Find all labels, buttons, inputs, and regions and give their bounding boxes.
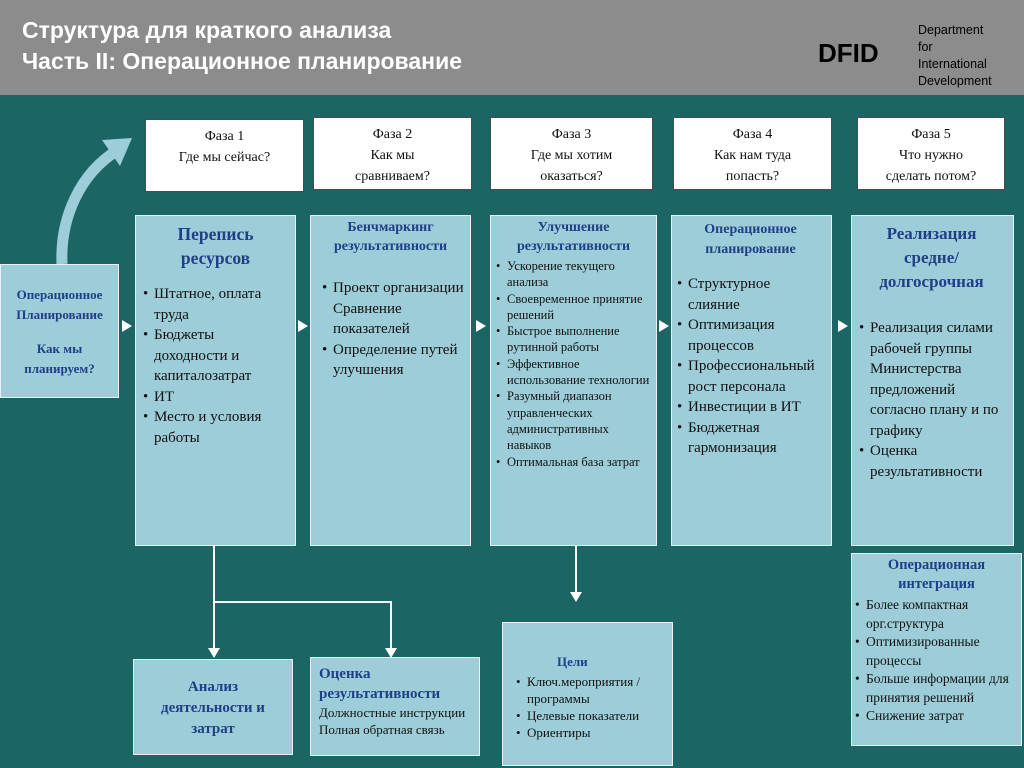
evaluation-line: Полная обратная связь bbox=[319, 722, 445, 737]
improvement-list: Ускорение текущего анализа Своевременное… bbox=[495, 258, 652, 470]
phase-2-box: Фаза 2 Как мы сравниваем? bbox=[313, 117, 472, 190]
benchmarking-box: Бенчмаркинг результативности Проект орга… bbox=[310, 215, 471, 546]
list-item: Инвестиции в ИТ bbox=[676, 397, 825, 418]
list-item: Бюджеты доходности и капиталозатрат bbox=[142, 325, 289, 387]
left-box-title: Операционное bbox=[16, 287, 103, 302]
title-line-1: Структура для краткого анализа bbox=[22, 17, 392, 43]
list-item: Оптимизация процессов bbox=[676, 315, 825, 356]
column-title: Перепись ресурсов bbox=[177, 224, 254, 268]
phase-question: Как нам туда bbox=[713, 148, 792, 163]
evaluation-line: Должностные инструкции bbox=[319, 705, 466, 720]
left-box-subtitle: планируем? bbox=[24, 361, 95, 376]
phase-1-box: Фаза 1 Где мы сейчас? bbox=[145, 119, 304, 192]
list-item: Профессиональный рост персонала bbox=[676, 356, 825, 397]
list-item: Проект организации Сравнение показателей bbox=[321, 278, 466, 340]
connector-line bbox=[213, 546, 215, 648]
resource-list: Штатное, оплата труда Бюджеты доходности… bbox=[142, 284, 289, 448]
list-item: Оптимальная база затрат bbox=[495, 454, 652, 471]
arrow-down-icon bbox=[570, 592, 582, 602]
phase-label: Фаза 3 bbox=[551, 127, 592, 142]
analysis-title: Анализ деятельности и затрат bbox=[161, 679, 265, 737]
department-name: Department for International Development bbox=[918, 22, 992, 90]
dept-line: Development bbox=[918, 74, 992, 88]
arrow-right-icon bbox=[122, 320, 132, 332]
integration-list: Более компактная орг.структура Оптимизир… bbox=[854, 596, 1019, 726]
list-item: Бюджетная гармонизация bbox=[676, 418, 825, 459]
phase-question: Что нужно bbox=[898, 148, 963, 163]
phase-question: попасть? bbox=[725, 169, 780, 184]
phase-question: оказаться? bbox=[540, 169, 603, 184]
dfid-logo: DFID bbox=[818, 38, 879, 68]
dept-line: Department bbox=[918, 23, 984, 37]
phase-label: Фаза 1 bbox=[204, 129, 245, 144]
list-item: Ускорение текущего анализа bbox=[495, 258, 652, 291]
operational-integration-box: Операционная интеграция Более компактная… bbox=[851, 553, 1022, 746]
list-item: Оптимизированные процессы bbox=[854, 633, 1019, 670]
performance-evaluation-box: Оценка результативности Должностные инст… bbox=[310, 657, 480, 756]
phase-question: сравниваем? bbox=[355, 169, 430, 184]
goals-box: Цели Ключ.мероприятия / программы Целевы… bbox=[502, 622, 673, 766]
phase-label: Фаза 2 bbox=[372, 127, 413, 142]
list-item: Своевременное принятие решений bbox=[495, 291, 652, 324]
activity-cost-analysis-box: Анализ деятельности и затрат bbox=[133, 659, 293, 755]
phase-4-box: Фаза 4 Как нам туда попасть? bbox=[673, 117, 832, 190]
list-item: Ключ.мероприятия / программы bbox=[515, 673, 668, 707]
implementation-box: Реализация средне/долгосрочная Реализаци… bbox=[851, 215, 1014, 546]
planning-list: Структурное слияние Оптимизация процессо… bbox=[676, 274, 825, 459]
list-item: Штатное, оплата труда bbox=[142, 284, 289, 325]
benchmarking-list: Проект организации Сравнение показателей… bbox=[315, 278, 466, 381]
goals-title: Цели bbox=[557, 654, 588, 669]
title-line-2: Часть II: Операционное планирование bbox=[22, 48, 462, 74]
phase-question: Где мы сейчас? bbox=[178, 150, 271, 165]
phase-3-box: Фаза 3 Где мы хотим оказаться? bbox=[490, 117, 653, 190]
list-item: ИТ bbox=[142, 387, 289, 408]
list-item: Разумный диапазон управленческих админис… bbox=[495, 388, 652, 453]
implementation-list: Реализация силами рабочей группы Министе… bbox=[858, 318, 1005, 482]
list-item: Ориентиры bbox=[515, 724, 668, 741]
list-item: Целевые показатели bbox=[515, 707, 668, 724]
phase-label: Фаза 5 bbox=[911, 127, 951, 142]
goals-list: Ключ.мероприятия / программы Целевые пок… bbox=[515, 673, 668, 741]
connector-line bbox=[213, 601, 392, 603]
left-box-title: Планирование bbox=[16, 307, 103, 322]
phase-label: Фаза 4 bbox=[732, 127, 773, 142]
arrow-right-icon bbox=[659, 320, 669, 332]
column-title: Реализация средне/долгосрочная bbox=[879, 224, 984, 291]
column-title: Улучшение результативности bbox=[516, 220, 631, 254]
phase-question: сделать потом? bbox=[885, 169, 977, 184]
list-item: Эффективное использование технологии bbox=[495, 356, 652, 389]
dept-line: for bbox=[918, 40, 933, 54]
improvement-box: Улучшение результативности Ускорение тек… bbox=[490, 215, 657, 546]
list-item: Оценка результативности bbox=[858, 441, 1005, 482]
integration-title: Операционная интеграция bbox=[887, 557, 986, 592]
header-bar: Структура для краткого анализа Часть II:… bbox=[0, 0, 1024, 95]
list-item: Более компактная орг.структура bbox=[854, 596, 1019, 633]
list-item: Место и условия работы bbox=[142, 407, 289, 448]
phase-5-box: Фаза 5 Что нужно сделать потом? bbox=[857, 117, 1005, 190]
dept-line: International bbox=[918, 57, 987, 71]
arrow-down-icon bbox=[208, 648, 220, 658]
operational-planning-column-box: Операционное планирование Структурное сл… bbox=[671, 215, 832, 546]
connector-line bbox=[575, 546, 577, 592]
arrow-right-icon bbox=[476, 320, 486, 332]
list-item: Снижение затрат bbox=[854, 707, 1019, 726]
operational-planning-box: Операционное Планирование Как мы планиру… bbox=[0, 264, 119, 398]
connector-line bbox=[390, 601, 392, 648]
list-item: Определение путей улучшения bbox=[321, 340, 466, 381]
phase-question: Как мы bbox=[370, 148, 415, 163]
list-item: Быстрое выполнение рутинной работы bbox=[495, 323, 652, 356]
list-item: Больше информации для принятия решений bbox=[854, 670, 1019, 707]
column-title: Бенчмаркинг результативности bbox=[333, 220, 448, 254]
arrow-right-icon bbox=[298, 320, 308, 332]
arrow-down-icon bbox=[385, 648, 397, 658]
evaluation-title: Оценка результативности bbox=[319, 666, 441, 702]
curved-arrow-icon bbox=[56, 138, 132, 265]
list-item: Структурное слияние bbox=[676, 274, 825, 315]
list-item: Реализация силами рабочей группы Министе… bbox=[858, 318, 1005, 441]
arrow-right-icon bbox=[838, 320, 848, 332]
resource-census-box: Перепись ресурсов Штатное, оплата труда … bbox=[135, 215, 296, 546]
column-title: Операционное планирование bbox=[704, 222, 797, 257]
phase-question: Где мы хотим bbox=[530, 148, 613, 163]
left-box-subtitle: Как мы bbox=[36, 341, 83, 356]
